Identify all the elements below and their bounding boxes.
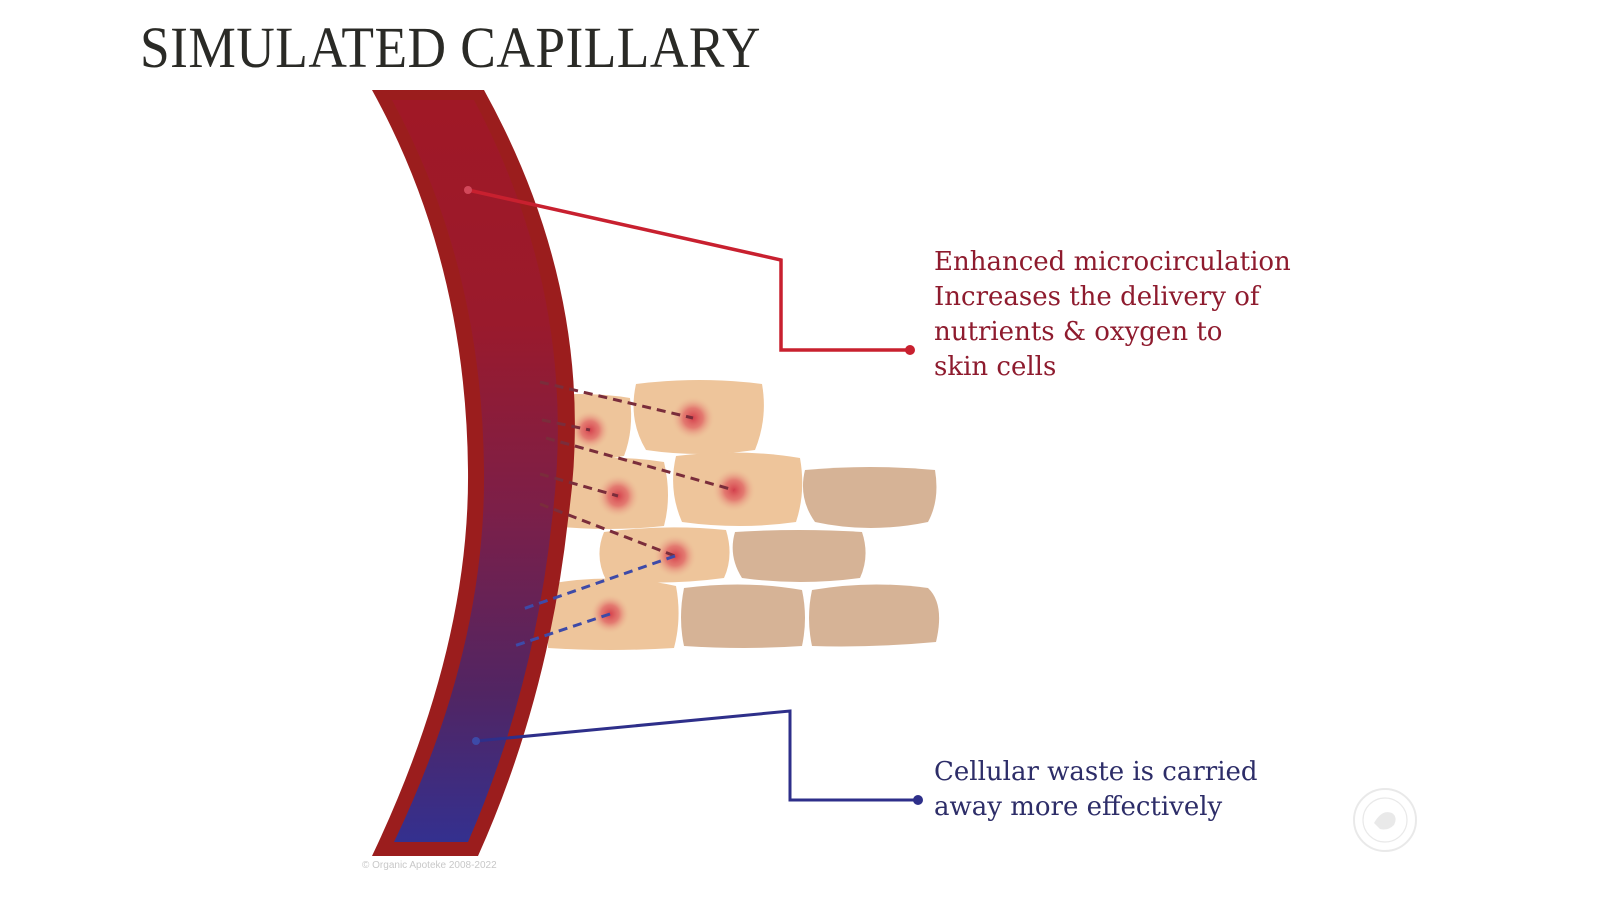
oxygen-path [539, 502, 676, 558]
waste-leader-line [475, 709, 918, 802]
nutrient-leader [464, 186, 915, 355]
oxygen-path [539, 472, 619, 498]
nutrient-callout-line: Increases the delivery of [934, 282, 1260, 312]
skin-cell-inactive [809, 584, 940, 647]
nutrient-callout-line: nutrients & oxygen to [934, 317, 1223, 347]
nutrient-callout-line: Enhanced microcirculation [934, 247, 1291, 277]
copyright-notice: © Organic Apoteke 2008-2022 [362, 860, 497, 871]
nutrient-leader-start-dot [464, 186, 472, 194]
page-title: SIMULATED CAPILLARY [140, 15, 761, 80]
brand-watermark-logo [1353, 788, 1417, 852]
waste-callout: Cellular waste is carried away more effe… [934, 755, 1258, 825]
waste-leader [472, 709, 923, 805]
waste-leader-start-dot [472, 737, 480, 745]
oxygen-path [541, 418, 591, 432]
waste-callout-line: Cellular waste is carried [934, 757, 1258, 787]
nutrient-callout-line: skin cells [934, 352, 1057, 382]
skin-cell-inactive [802, 467, 937, 528]
waste-path [513, 612, 611, 648]
nutrient-leader-line [467, 188, 910, 352]
vessel-blood [392, 100, 558, 842]
oxygen-diffusion-paths [539, 380, 735, 558]
nutrient-leader-end-dot [905, 345, 915, 355]
skin-cell-inactive [732, 530, 866, 582]
oxygen-path [545, 436, 735, 492]
waste-path [519, 554, 676, 612]
oxygen-path [539, 380, 694, 420]
waste-callout-line: away more effectively [934, 792, 1223, 822]
skin-cell-inactive [681, 584, 805, 648]
skin-cells [548, 380, 940, 650]
nutrient-callout: Enhanced microcirculation Increases the … [934, 245, 1291, 385]
capillary-vessel [372, 90, 575, 856]
waste-leader-end-dot [913, 795, 923, 805]
waste-diffusion-paths [513, 554, 676, 648]
